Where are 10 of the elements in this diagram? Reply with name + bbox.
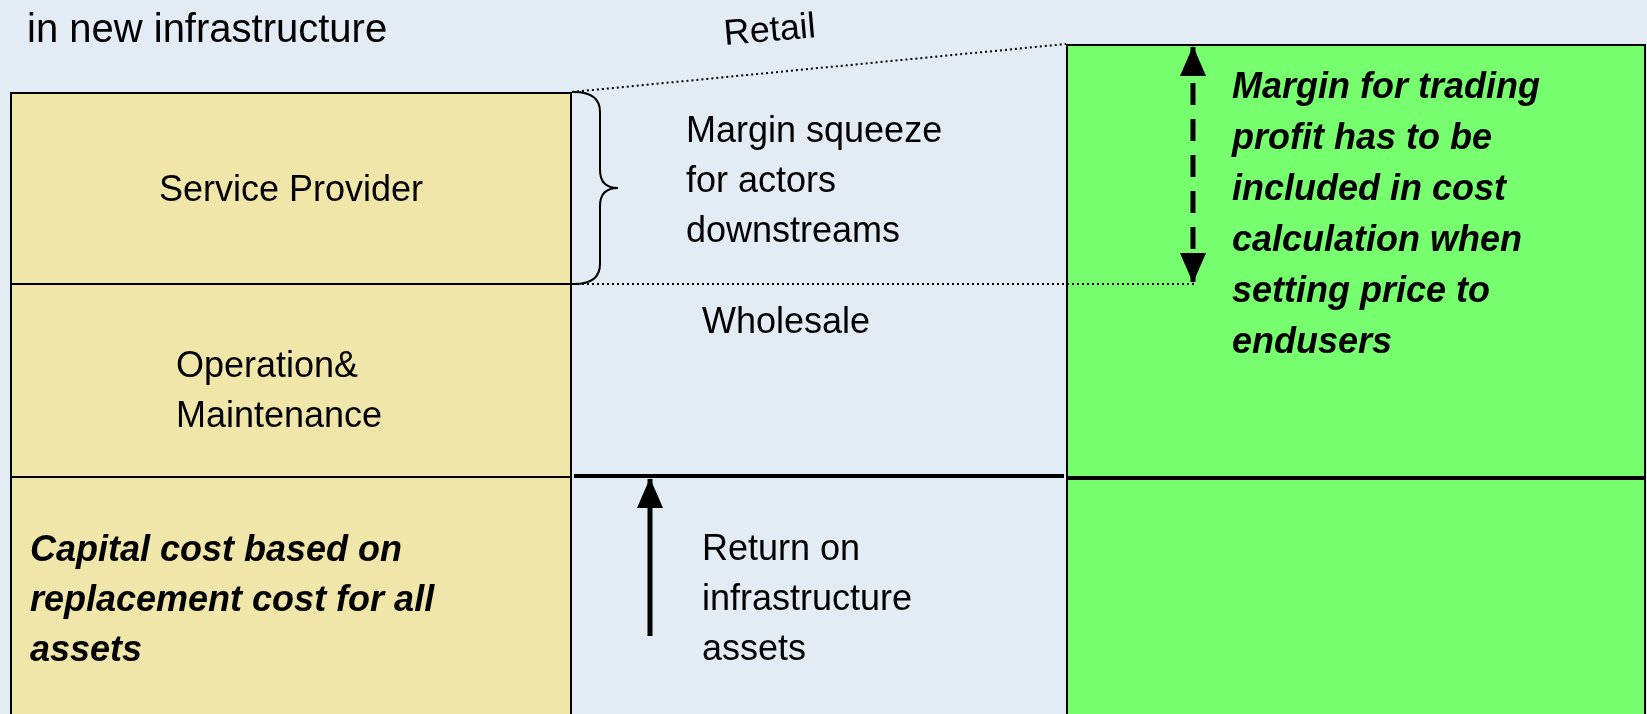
profit-margin-box: Margin for trading profit has to be included in cost calculation when setting price to endusers: [1066, 44, 1646, 478]
wholesale-label: Wholesale: [702, 299, 872, 343]
profit-block-box: [1066, 476, 1646, 714]
retail-label: Retail: [721, 3, 819, 55]
margin-squeeze-note: Margin squeeze for actors downstreams: [686, 108, 944, 252]
cost-layer-box: Service Provider: [10, 92, 572, 285]
slide-title: in new infrastructure: [27, 5, 389, 52]
return-note: Return on infrastructure assets: [702, 526, 914, 670]
cost-layer-box: Capital cost based on replacement cost for all assets: [10, 476, 572, 714]
cost-layer-box: Operation& Maintenance: [10, 283, 572, 478]
